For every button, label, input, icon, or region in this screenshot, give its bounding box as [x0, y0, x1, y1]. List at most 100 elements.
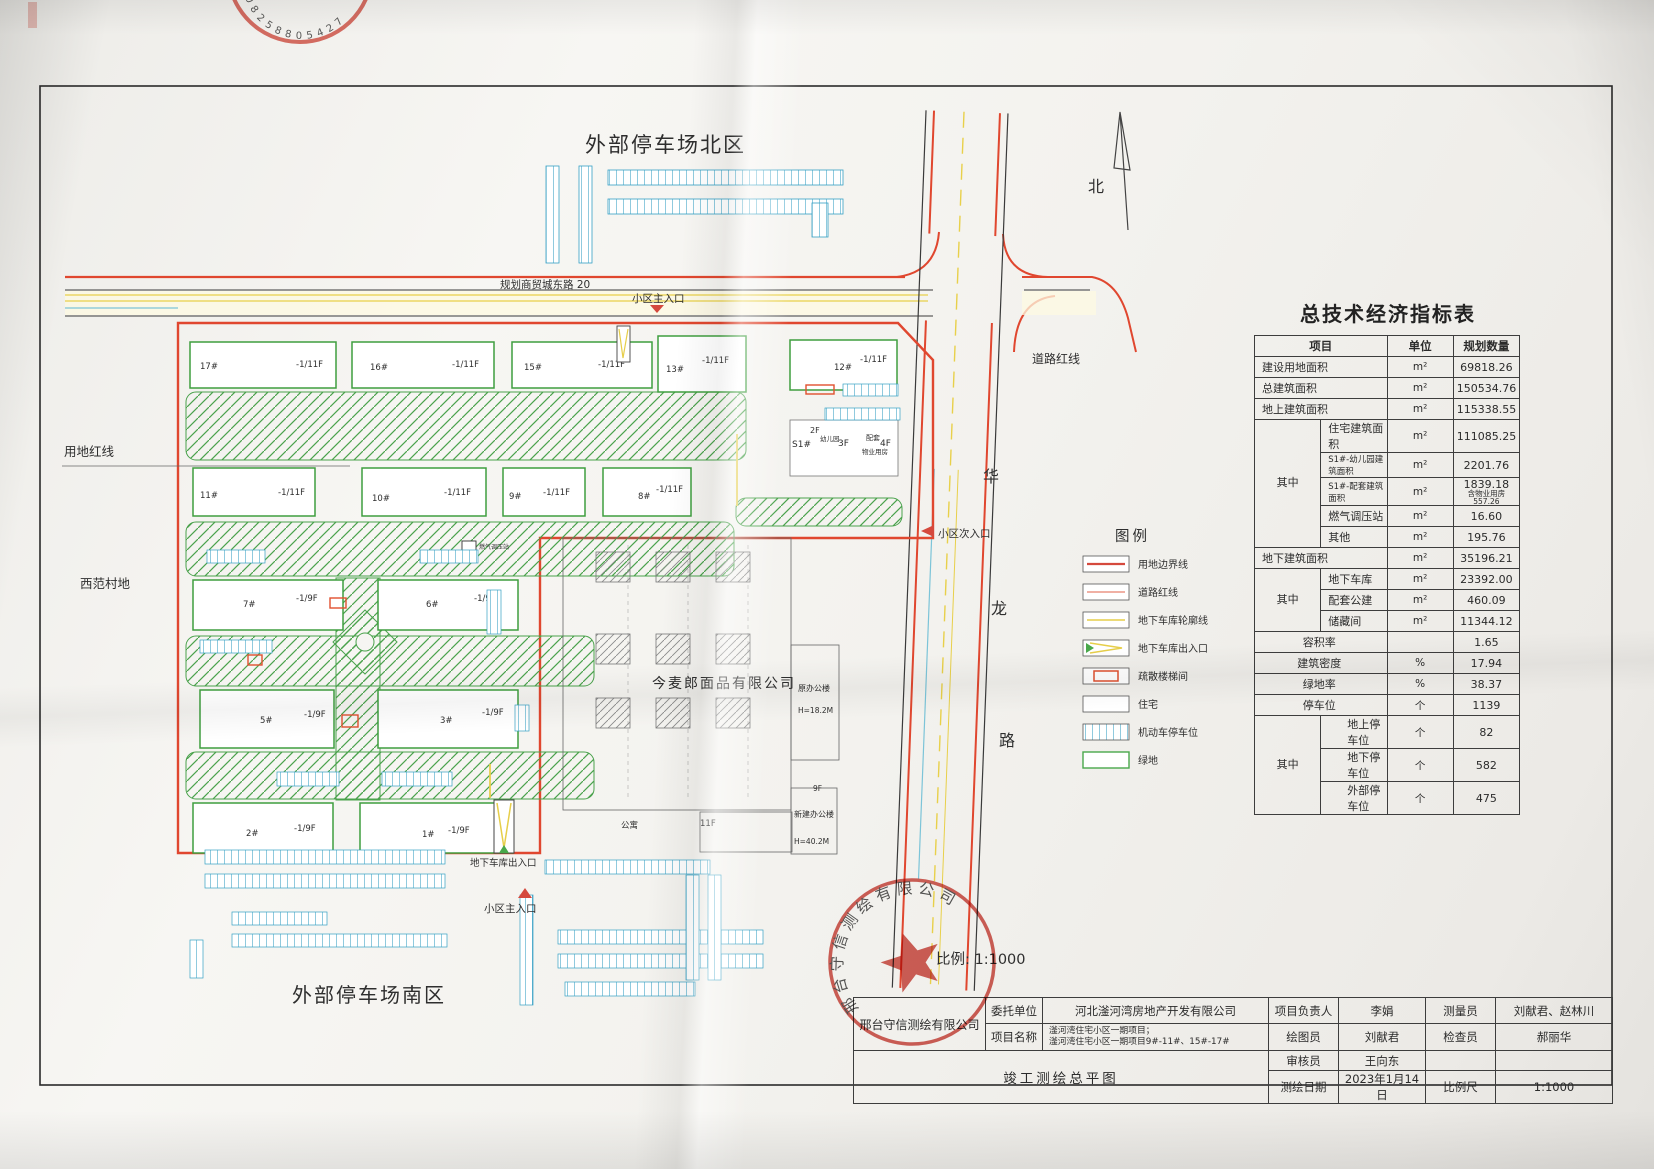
building-16: 16#-1/11F	[351, 341, 495, 389]
surveyor-value: 刘献君、赵林川	[1495, 997, 1613, 1024]
indicator-label: 地下停车位	[1320, 748, 1388, 782]
indicator-unit: %	[1386, 652, 1454, 674]
stair-markers	[247, 384, 835, 728]
svg-text:13#: 13#	[666, 365, 684, 375]
svg-text:-1/11F: -1/11F	[702, 356, 729, 366]
main-entrance-bottom-marker	[518, 888, 532, 898]
col-header-item: 项目	[1254, 335, 1388, 357]
svg-text:住宅: 住宅	[1138, 698, 1158, 711]
indicator-value: 35196.21	[1452, 547, 1521, 569]
indicator-label: 总建筑面积	[1254, 377, 1388, 399]
new-office-label: 新建办公楼	[794, 809, 834, 819]
svg-text:S1#: S1#	[792, 440, 811, 450]
indicator-value: 475	[1452, 781, 1521, 815]
svg-text:-1/11F: -1/11F	[296, 360, 323, 370]
indicator-label: S1#-幼儿园建筑面积	[1320, 452, 1388, 478]
indicator-unit: m²	[1386, 547, 1454, 569]
indicator-label: 建筑密度	[1254, 652, 1388, 674]
building-1: 1#-1/9F	[359, 802, 514, 854]
indicator-label: 停车位	[1254, 694, 1388, 716]
building-9: 9#-1/11F	[502, 467, 586, 517]
indicator-value: 150534.76	[1452, 377, 1521, 399]
indicator-label: 地上停车位	[1320, 715, 1388, 749]
garage-exit-label: 地下车库出入口	[470, 857, 537, 869]
svg-text:-1/9F: -1/9F	[304, 710, 326, 720]
date-label: 测绘日期	[1268, 1070, 1339, 1104]
indicator-value: 17.94	[1452, 652, 1521, 674]
empty-cell	[1495, 1050, 1613, 1071]
reviewer-value: 王向东	[1338, 1050, 1426, 1071]
legend-garage-entry-arrow	[1086, 643, 1094, 653]
building-5: 5# -1/9F	[199, 689, 335, 749]
svg-text:5#: 5#	[260, 716, 273, 726]
inspector-label: 检查员	[1425, 1023, 1496, 1051]
svg-text:-1/9F: -1/9F	[296, 594, 318, 604]
indicator-unit: m²	[1386, 377, 1454, 399]
east-west-road	[65, 231, 1137, 353]
indicator-label: 住宅建筑面积	[1320, 419, 1388, 453]
pm-label: 项目负责人	[1268, 997, 1339, 1024]
indicator-unit: 个	[1386, 748, 1454, 782]
svg-text:-1/11F: -1/11F	[598, 360, 625, 370]
col-header-quantity: 规划数量	[1452, 335, 1521, 357]
factory-label: 今麦郎面品有限公司	[652, 676, 796, 692]
svg-text:6#: 6#	[426, 600, 439, 610]
indicator-label: 燃气调压站	[1320, 505, 1388, 527]
indicator-value: 195.76	[1452, 526, 1521, 548]
indicator-unit: m²	[1386, 398, 1454, 420]
draftsman-value: 刘献君	[1338, 1023, 1426, 1051]
svg-text:15#: 15#	[524, 363, 542, 373]
building-15: 15# -1/11F	[511, 341, 653, 389]
client-value: 河北滏河湾房地产开发有限公司	[1042, 997, 1269, 1024]
svg-text:地下车库出入口: 地下车库出入口	[1138, 642, 1208, 655]
old-office-label: 原办公楼	[798, 683, 830, 693]
svg-text:-1/11F: -1/11F	[860, 355, 887, 365]
indicator-unit: 个	[1386, 715, 1454, 749]
indicator-unit: m²	[1386, 589, 1454, 611]
scale-note: 比例: 1:1000	[936, 951, 1026, 968]
indicator-value: 460.09	[1452, 589, 1521, 611]
svg-text:-1/9F: -1/9F	[482, 708, 504, 718]
indicator-unit: %	[1386, 673, 1454, 695]
svg-text:8#: 8#	[638, 492, 651, 502]
center-feature	[355, 632, 375, 652]
south-lot-label: 外部停车场南区	[292, 983, 446, 1007]
indicator-label: 配套公建	[1320, 589, 1388, 611]
title-block-table: 邢台守信测绘有限公司 委托单位 河北滏河湾房地产开发有限公司 项目负责人 李娟 …	[853, 997, 1613, 1104]
surveyor-label: 测量员	[1425, 997, 1496, 1024]
west-village-label: 西范村地	[80, 576, 131, 591]
drawing-title: 竣工测绘总平图	[853, 1050, 1269, 1104]
north-lot-label: 外部停车场北区	[585, 133, 746, 157]
svg-text:12#: 12#	[834, 363, 852, 373]
client-label: 委托单位	[985, 997, 1043, 1024]
svg-text:-1/11F: -1/11F	[543, 488, 570, 498]
svg-text:17#: 17#	[200, 362, 218, 372]
indicator-value: 2201.76	[1452, 452, 1521, 478]
main-entrance-top-marker	[650, 305, 664, 313]
svg-text:北: 北	[1088, 177, 1104, 196]
indicator-label: 其他	[1320, 526, 1388, 548]
col-header-unit: 单位	[1386, 335, 1454, 357]
svg-text:11#: 11#	[200, 491, 218, 501]
svg-text:幼儿园: 幼儿园	[820, 434, 840, 443]
building-12: 12# -1/11F	[789, 339, 898, 391]
hualong-road	[891, 110, 1009, 991]
side-entrance-label: 小区次入口	[938, 527, 991, 540]
building-17: 17# -1/11F	[189, 341, 337, 389]
apartment-floors: 11F	[700, 819, 716, 829]
title-block: 邢台守信测绘有限公司 委托单位 河北滏河湾房地产开发有限公司 项目负责人 李娟 …	[853, 997, 1613, 1104]
legend: 图例 用地边界线 道路红线 地下车库轮廓线 地下车库出入口 疏散楼梯间 住宅 机…	[1082, 528, 1208, 769]
svg-text:2F: 2F	[810, 426, 820, 435]
apartment-label: 公寓	[621, 820, 638, 831]
main-entrance-top-label: 小区主入口	[632, 293, 685, 305]
garage-entry-ramp-top	[616, 325, 631, 363]
main-entrance-bottom-label: 小区主入口	[484, 903, 537, 915]
svg-text:物业用房: 物业用房	[862, 447, 888, 456]
